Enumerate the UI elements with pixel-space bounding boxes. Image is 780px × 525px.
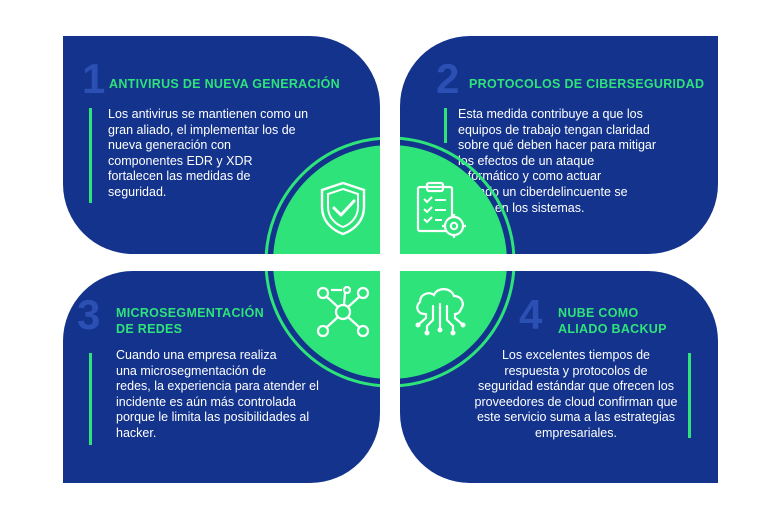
horizontal-gap xyxy=(260,254,525,271)
card-body-3: Cuando una empresa realiza una microsegm… xyxy=(116,348,319,440)
accent-bar-1 xyxy=(89,108,92,203)
card-title-4: NUBE COMO ALIADO BACKUP xyxy=(558,306,667,336)
network-nodes-icon xyxy=(316,285,370,338)
card-title-2: PROTOCOLOS DE CIBERSEGURIDAD xyxy=(469,77,705,91)
cloud-circuit-icon xyxy=(415,288,466,336)
clipboard-gear-icon xyxy=(416,181,466,238)
vertical-gap xyxy=(380,130,400,395)
card-title-3: MICROSEGMENTACIÓN DE REDES xyxy=(116,306,264,336)
card-number-2: 2 xyxy=(436,55,460,102)
card-number-3: 3 xyxy=(77,291,101,338)
shield-check-icon xyxy=(320,181,366,236)
accent-bar-4 xyxy=(688,353,691,438)
card-body-1: Los antivirus se mantienen como un gran … xyxy=(108,107,309,199)
card-body-2: Esta medida contribuye a que los equipos… xyxy=(458,107,657,215)
accent-bar-2 xyxy=(444,108,447,143)
card-number-1: 1 xyxy=(82,55,106,102)
card-title-1: ANTIVIRUS DE NUEVA GENERACIÓN xyxy=(109,77,340,91)
accent-bar-3 xyxy=(89,353,92,445)
card-number-4: 4 xyxy=(519,291,543,338)
card-body-4: Los excelentes tiempos de respuesta y pr… xyxy=(474,348,678,440)
